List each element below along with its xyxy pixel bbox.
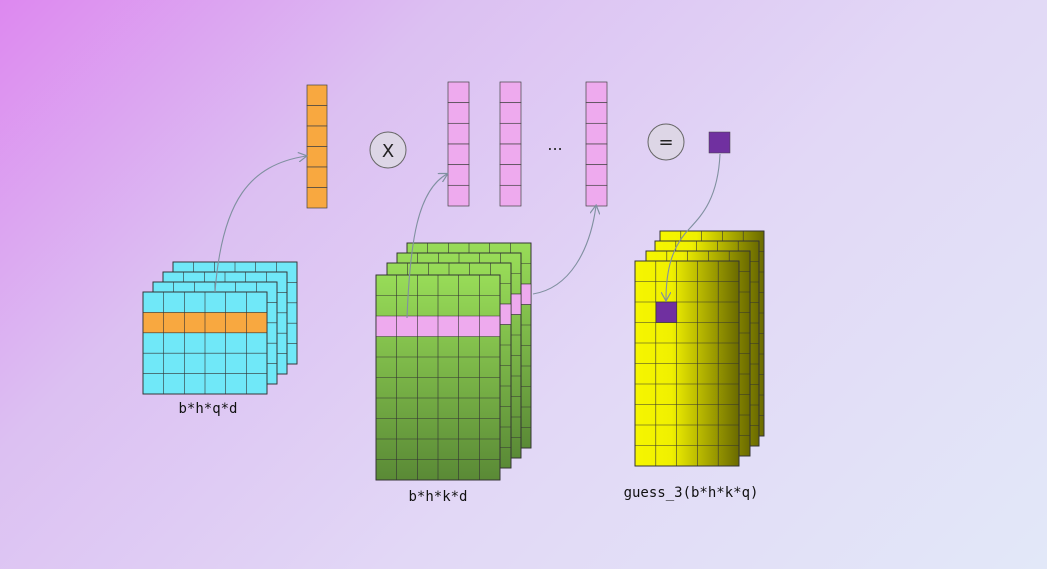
query-tensor-label: b*h*q*d: [178, 401, 237, 417]
key-slice-front: [375, 274, 501, 481]
equals-operator: =: [647, 123, 685, 161]
multiply-symbol: X: [382, 141, 394, 162]
vector-element: [306, 105, 328, 127]
vector-element: [499, 143, 522, 166]
arrow-result-to-output-cell: [666, 153, 721, 300]
vector-element: [306, 84, 328, 106]
vector-element: [499, 102, 522, 124]
vector-element: [499, 122, 522, 145]
vector-element: [447, 81, 470, 104]
vector-element: [585, 102, 608, 124]
vector-element: [447, 164, 470, 186]
vector-element: [585, 81, 608, 104]
vector-element: [499, 184, 522, 207]
vector-element: [499, 81, 522, 104]
query-tensor: [142, 261, 298, 395]
vector-element: [306, 187, 328, 209]
ellipsis: ...: [547, 135, 562, 154]
vector-element: [447, 143, 470, 166]
vector-element: [585, 184, 608, 207]
key-vector-n: [585, 81, 608, 207]
key-vector-2: [499, 81, 522, 207]
vector-element: [585, 164, 608, 186]
vector-element: [585, 122, 608, 145]
arrow-query-row-to-vector: [214, 156, 306, 293]
output-slice-front: [634, 260, 740, 467]
output-result-cell: [655, 301, 678, 323]
vector-element: [447, 184, 470, 207]
vector-element: [306, 125, 328, 147]
key-tensor-label: b*h*k*d: [408, 489, 467, 505]
query-vector: [306, 84, 328, 209]
arrow-key-stack-to-vector-n: [532, 206, 596, 295]
arrow-key-row-to-vector: [406, 174, 447, 319]
vector-element: [585, 143, 608, 166]
vector-element: [306, 146, 328, 168]
equals-symbol: =: [658, 132, 673, 153]
result-cell: [708, 131, 731, 154]
key-vector-1: [447, 81, 470, 207]
output-tensor: [634, 230, 765, 467]
vector-element: [447, 102, 470, 124]
query-slice-front: [142, 291, 268, 395]
vector-element: [499, 164, 522, 186]
vector-element: [306, 166, 328, 188]
vector-element: [447, 122, 470, 145]
multiply-operator: X: [369, 131, 407, 169]
key-tensor: [375, 242, 532, 481]
output-tensor-label: guess_3(b*h*k*q): [624, 485, 759, 501]
